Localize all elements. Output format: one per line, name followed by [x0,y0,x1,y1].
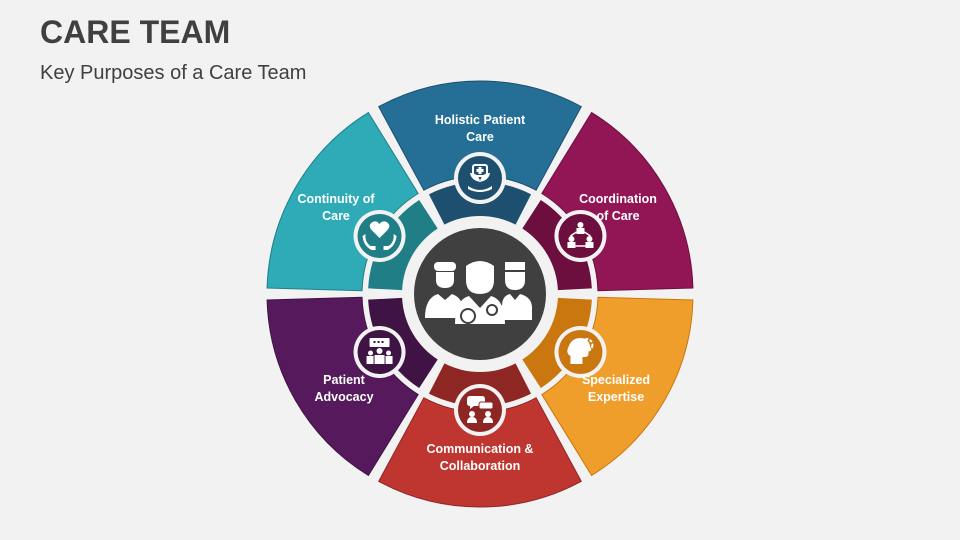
label-line: Expertise [587,390,645,404]
icon-bubble [458,156,502,200]
label-line: Holistic Patient [434,113,526,127]
label-line: Continuity of [297,192,375,206]
segment-label-patient-advocacy: Patient Advocacy [284,372,404,406]
segment-label-coordination-of-care: Coordination of Care [558,191,678,225]
advocacy-group-icon [366,338,393,364]
icon-bubble [458,388,502,432]
segment-label-holistic-patient-care: Holistic Patient Care [420,112,540,146]
label-line: Care [466,130,494,144]
label-line: Coordination [579,192,657,206]
medical-team-icon [425,261,532,324]
segment-label-communication-collaboration: Communication & Collaboration [420,441,540,475]
label-line: Communication & [426,442,534,456]
head-gear-icon [567,338,594,364]
coordination-network-icon [567,222,594,248]
heart-hands-icon [362,221,397,250]
label-line: Collaboration [439,459,521,473]
chat-people-icon [467,396,494,423]
segment-label-continuity-of-care: Continuity of Care [276,191,396,225]
holistic-care-icon [468,164,492,192]
segment-label-specialized-expertise: Specialized Expertise [556,372,676,406]
label-line: Patient [323,373,365,387]
page-title: CARE TEAM [40,14,231,50]
label-line: of Care [596,209,640,223]
page-subtitle: Key Purposes of a Care Team [40,62,307,84]
label-line: Advocacy [314,390,374,404]
label-line: Specialized [581,373,651,387]
label-line: Care [322,209,350,223]
